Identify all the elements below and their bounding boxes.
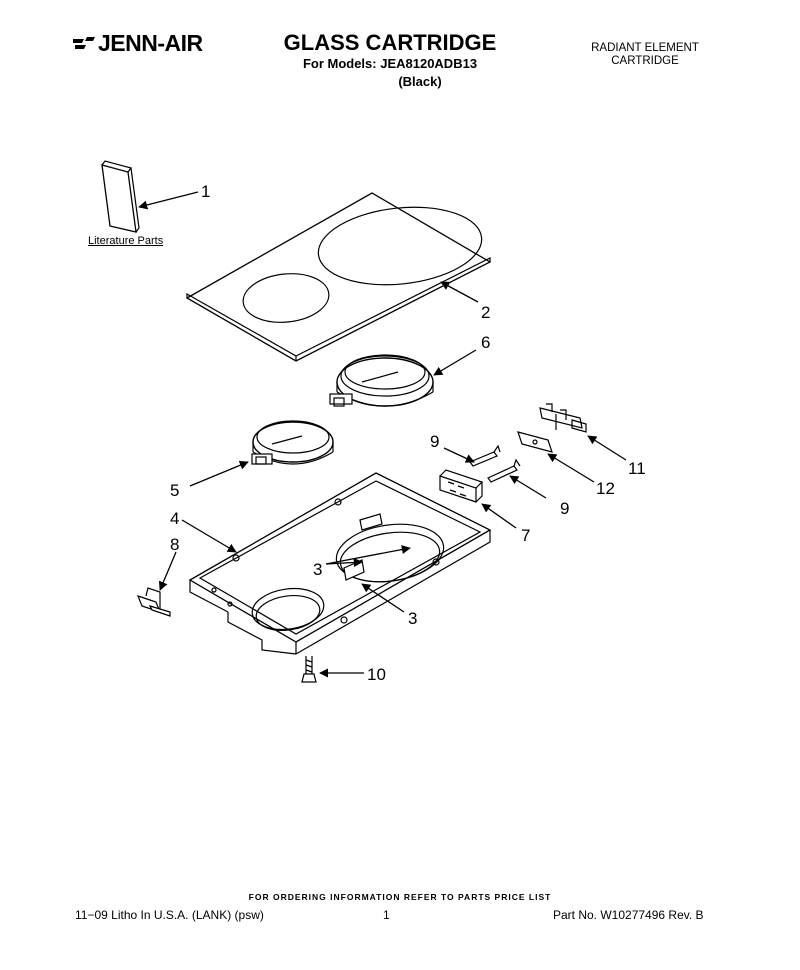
- callout-6: 6: [481, 333, 490, 352]
- mounting-plate: [517, 431, 553, 453]
- literature-booklet: [101, 160, 140, 233]
- callout-8: 8: [170, 535, 179, 554]
- section-title-line2: CARTRIDGE: [611, 55, 679, 67]
- brand-logo: JENN-AIR: [72, 30, 203, 57]
- callout-11: 11: [628, 459, 646, 478]
- callout-1: 1: [201, 182, 210, 201]
- small-radiant-element: [251, 420, 334, 465]
- callout-9a: 9: [430, 432, 439, 451]
- callout-4: 4: [170, 509, 179, 528]
- large-radiant-element: [329, 354, 434, 407]
- terminal-clip-b: [487, 458, 521, 483]
- mounting-clip: [136, 587, 171, 617]
- screw: [301, 656, 317, 683]
- callout-12: 12: [596, 479, 615, 498]
- callout-9b: 9: [560, 499, 569, 518]
- brand-name: JENN-AIR: [98, 30, 203, 56]
- callout-leaders: [138, 191, 627, 678]
- part-number: Part No. W10277496 Rev. B: [553, 908, 704, 922]
- page-title: GLASS CARTRIDGE: [283, 30, 497, 55]
- burner-box: [188, 472, 492, 655]
- section-title: RADIANT ELEMENT CARTRIDGE: [560, 42, 730, 68]
- callout-numbers: 1 2 6 5 9 9 11 12 7 4 8 3 3 10: [170, 182, 646, 684]
- literature-parts-label: Literature Parts: [88, 235, 164, 247]
- litho-info: 11−09 Litho In U.S.A. (LANK) (psw): [75, 908, 264, 922]
- glass-cooktop: [185, 192, 492, 362]
- switch-bracket: [539, 403, 587, 433]
- callout-3b: 3: [408, 609, 417, 628]
- section-title-line1: RADIANT ELEMENT: [591, 42, 699, 54]
- brand-mark-icon: [73, 36, 95, 49]
- model-line: For Models: JEA8120ADB13: [302, 56, 478, 71]
- callout-5: 5: [170, 481, 179, 500]
- callout-10: 10: [367, 665, 386, 684]
- terminal-clip-a: [469, 444, 501, 467]
- callout-3a: 3: [313, 560, 322, 579]
- callout-2: 2: [481, 303, 490, 322]
- terminal-block: [439, 469, 484, 503]
- color-line: (Black): [398, 74, 442, 89]
- callout-7: 7: [521, 526, 530, 545]
- ordering-note: FOR ORDERING INFORMATION REFER TO PARTS …: [248, 892, 552, 902]
- page-number: 1: [383, 908, 390, 922]
